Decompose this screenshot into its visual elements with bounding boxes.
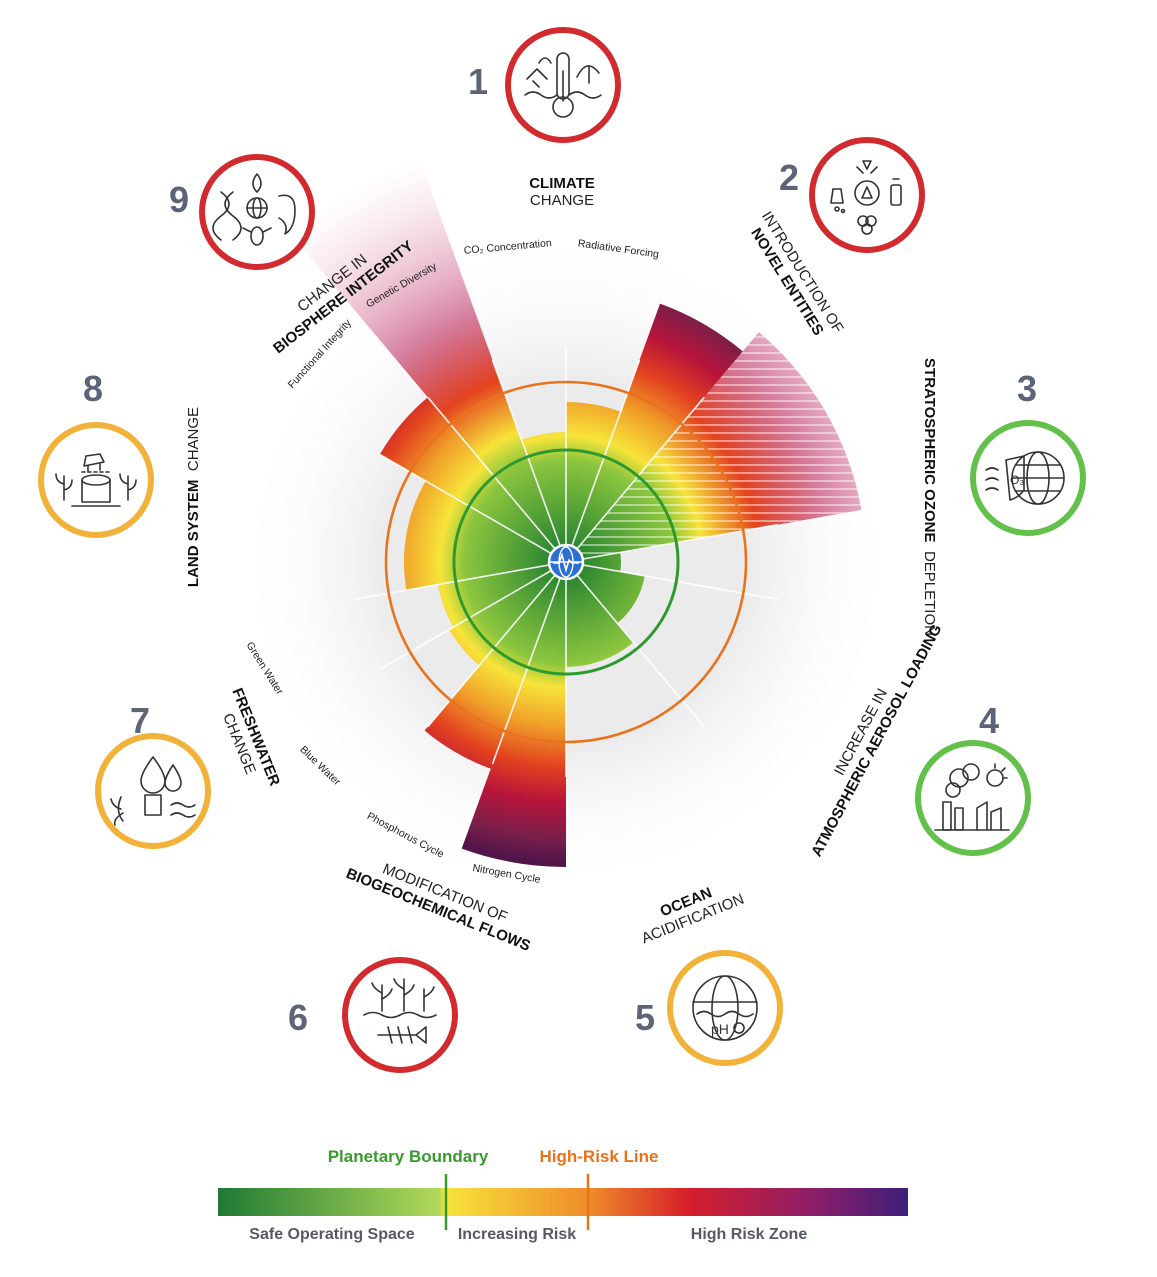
- legend-planetary-boundary: Planetary Boundary: [328, 1147, 489, 1166]
- svg-text:pH: pH: [711, 1021, 729, 1037]
- ocean-ph-globe-icon: pH: [692, 975, 758, 1041]
- boundary-number-3: 3: [1017, 368, 1037, 409]
- boundary-number-8: 8: [83, 368, 103, 409]
- climate-label-light: CHANGE: [530, 192, 594, 209]
- factory-smog-icon: [934, 763, 1010, 831]
- boundary-number-2: 2: [779, 157, 799, 198]
- land-system-wedge: [404, 481, 566, 591]
- ozone-label-light: DEPLETION: [921, 551, 938, 636]
- badge-5[interactable]: pH: [667, 950, 783, 1066]
- plants-fish-icon: [363, 978, 437, 1044]
- climate-co2-wedge: [566, 402, 621, 562]
- land-label-light: CHANGE: [185, 407, 202, 471]
- novel-entities-stripes: [566, 332, 862, 562]
- boundary-number-6: 6: [288, 997, 308, 1038]
- green-water-wedge: [437, 562, 566, 627]
- badge-9[interactable]: [199, 154, 315, 270]
- aerosol-wedge: [566, 562, 645, 624]
- legend-gradient-bar: [218, 1188, 908, 1216]
- genetic-diversity-wedge: [289, 157, 566, 562]
- badge-4[interactable]: [915, 740, 1031, 856]
- badge-1[interactable]: [505, 27, 621, 143]
- land-label: LAND SYSTEM CHANGE: [185, 407, 202, 587]
- nitrogen-wedge: [461, 562, 566, 867]
- boundary-number-5: 5: [635, 997, 655, 1038]
- legend-high-risk-zone: High Risk Zone: [691, 1226, 808, 1243]
- legend: Planetary Boundary High-Risk Line Safe O…: [218, 1147, 908, 1243]
- badge-8[interactable]: [38, 422, 154, 538]
- legend-high-risk-line: High-Risk Line: [539, 1147, 658, 1166]
- badge-2[interactable]: [809, 137, 925, 253]
- thermometer-landscape-icon: [524, 52, 602, 118]
- boundary-number-4: 4: [979, 700, 999, 741]
- blue-water-wedge: [449, 562, 566, 666]
- boundary-wedges: [289, 157, 862, 867]
- planetary-boundary-ring: [452, 448, 680, 676]
- water-drop-icon: [110, 756, 196, 826]
- functional-integrity-wedge: [379, 397, 566, 562]
- ozone-globe-icon: O₃: [985, 451, 1065, 505]
- boundary-number-1: 1: [468, 61, 488, 102]
- ocean-wedge: [566, 562, 634, 667]
- phosphorus-wedge: [424, 562, 566, 769]
- badge-7[interactable]: [95, 733, 211, 849]
- chemicals-radiation-icon: [830, 160, 902, 235]
- high-risk-ring: [384, 380, 748, 744]
- svg-text:O₃: O₃: [1010, 473, 1024, 487]
- ozone-label-bold: STRATOSPHERIC OZONE: [921, 358, 938, 542]
- boundary-number-9: 9: [169, 179, 189, 220]
- biodiversity-dna-icon: [212, 173, 296, 246]
- climate-label-bold: CLIMATE: [529, 175, 595, 192]
- legend-safe-space: Safe Operating Space: [249, 1226, 414, 1243]
- badge-6[interactable]: [342, 957, 458, 1073]
- center-globe-icon: [547, 543, 585, 581]
- ozone-wedge: [566, 552, 622, 572]
- boundary-number-7: 7: [130, 700, 150, 741]
- ozone-label: STRATOSPHERIC OZONE DEPLETION: [921, 358, 938, 636]
- climate-forcing-wedge: [566, 303, 743, 562]
- land-tree-stump-icon: [55, 453, 137, 507]
- badge-3[interactable]: O₃: [970, 420, 1086, 536]
- legend-increasing-risk: Increasing Risk: [458, 1226, 576, 1243]
- land-label-bold: LAND SYSTEM: [185, 480, 202, 588]
